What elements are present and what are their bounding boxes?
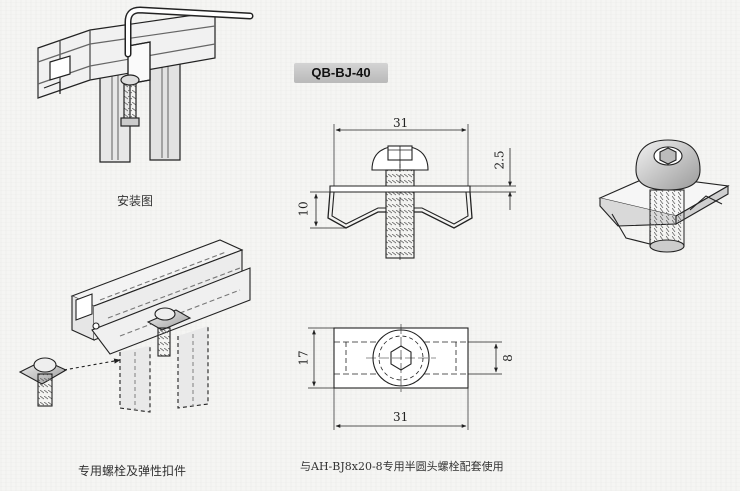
product-3d-view <box>598 139 730 253</box>
installation-illustration <box>37 6 254 163</box>
assembly-illustration <box>18 239 251 413</box>
side-width-dimension: 31 <box>393 116 409 130</box>
side-height-dimension: 10 <box>296 201 311 217</box>
paired-use-caption: 与AH-BJ8x20-8专用半圆头螺栓配套使用 <box>300 460 504 473</box>
top-view-drawing <box>308 324 502 430</box>
top-slot-dimension: 8 <box>500 354 515 362</box>
top-width-dimension: 31 <box>393 410 409 424</box>
model-number-label: QB-BJ-40 <box>294 63 388 83</box>
bolt-and-nut-caption: 专用螺栓及弹性扣件 <box>78 464 187 478</box>
side-view-drawing <box>310 124 516 262</box>
top-length-dimension: 17 <box>296 350 311 366</box>
installation-caption: 安装图 <box>117 194 154 208</box>
lip-height-dimension: 2.5 <box>492 150 507 170</box>
